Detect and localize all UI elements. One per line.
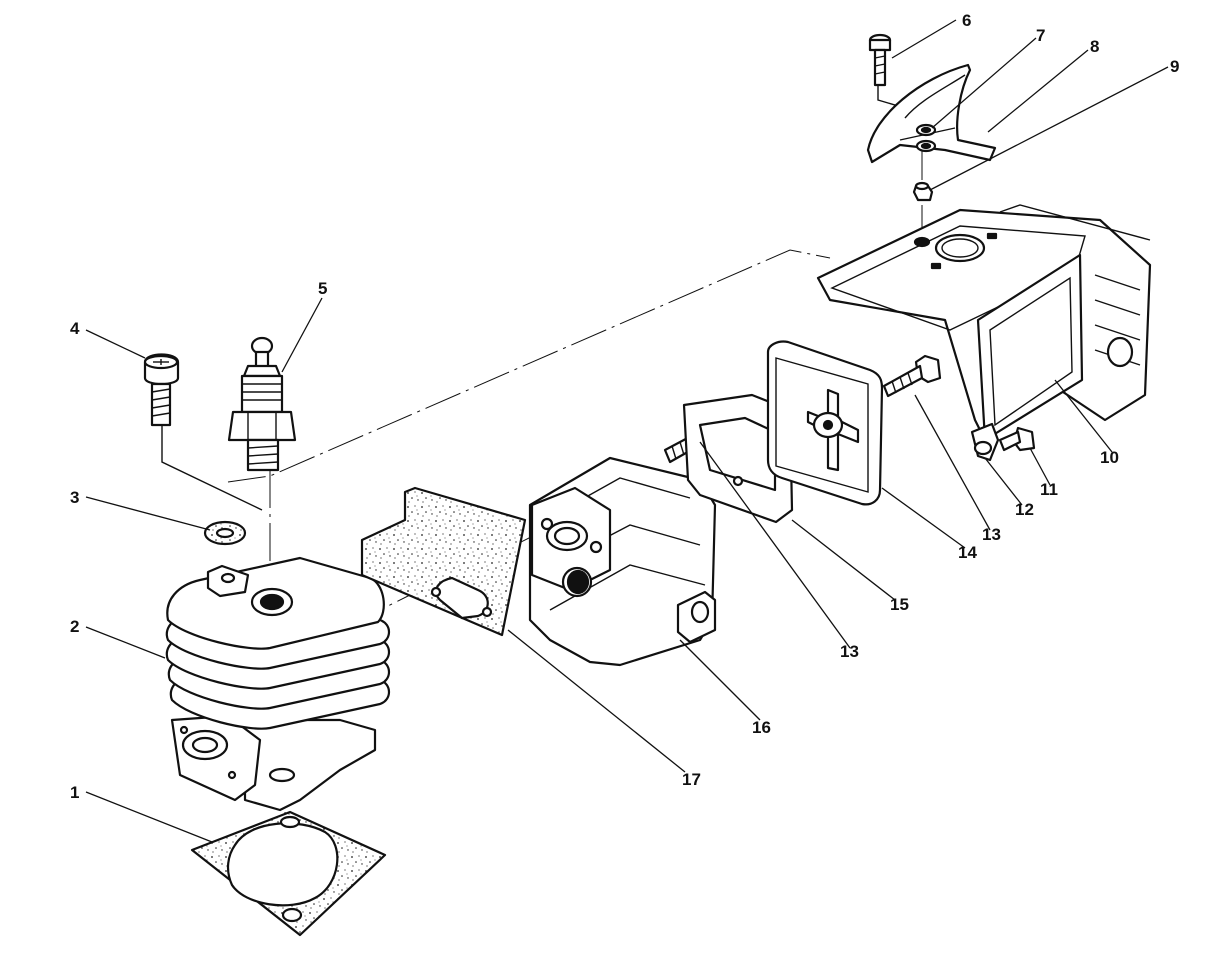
part-nut-9 [912,181,934,202]
part-muffler [528,456,717,667]
callout-1: 1 [70,783,79,802]
part-shroud-cover [816,204,1152,462]
part-base-gasket [190,810,387,937]
callout-3: 3 [70,488,79,507]
callout-13-upper: 13 [982,525,1001,544]
callout-labels: 1 2 3 4 5 6 7 8 9 10 11 12 13 13 14 15 1… [70,11,1179,802]
part-spark-plug [227,336,297,472]
callout-15: 15 [890,595,909,614]
part-clip-12 [973,440,993,456]
leader-lines [85,19,1169,843]
part-washers-7 [915,123,937,153]
callout-9: 9 [1170,57,1179,76]
part-gasket-frame [682,393,794,524]
part-screw-4 [143,353,180,427]
callout-2: 2 [70,617,79,636]
part-exhaust-gasket [360,486,527,637]
callout-4: 4 [70,319,80,338]
callout-13-lower: 13 [840,642,859,661]
callout-11: 11 [1040,480,1058,499]
part-cylinder [165,556,391,812]
callout-16: 16 [752,718,771,737]
callout-7: 7 [1036,26,1045,45]
callout-5: 5 [318,279,327,298]
part-bolt-13-upper [882,354,942,398]
callout-8: 8 [1090,37,1099,56]
callout-6: 6 [962,11,971,30]
callout-10: 10 [1100,448,1119,467]
part-washer-3 [203,520,247,546]
part-screw-6 [868,33,892,87]
callout-17: 17 [682,770,701,789]
part-heat-shield [766,340,884,506]
callout-14: 14 [958,543,977,562]
part-screw-11 [998,426,1036,452]
callout-12: 12 [1015,500,1034,519]
